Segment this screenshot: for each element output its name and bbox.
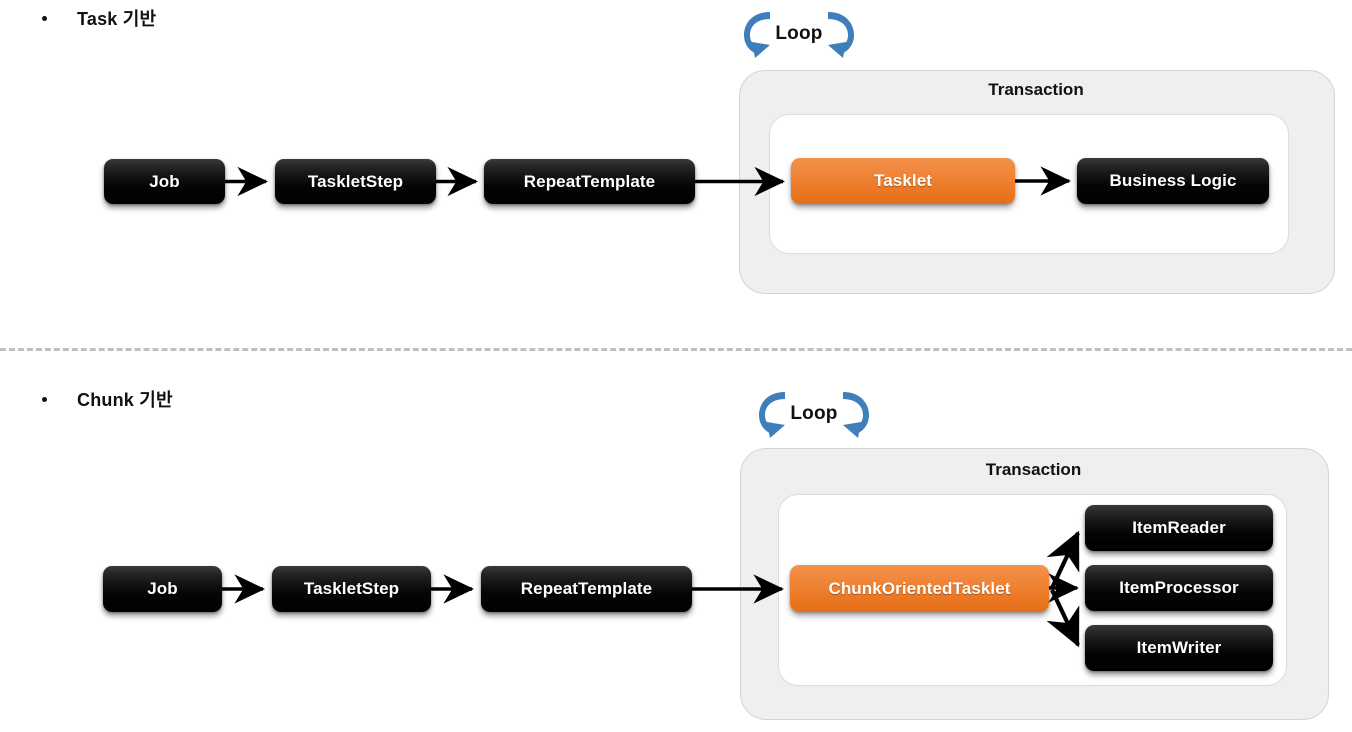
node-repeat-template-chunk-label: RepeatTemplate (520, 579, 653, 598)
node-item-reader-label: ItemReader (1132, 518, 1226, 537)
section-divider (0, 348, 1352, 351)
loop-badge-chunk: Loop (755, 386, 873, 442)
node-tasklet-label: Tasklet (873, 171, 933, 190)
node-item-reader[interactable]: ItemReader (1085, 505, 1273, 551)
section-heading-chunk-label: Chunk 기반 (77, 390, 173, 410)
transaction-panel-task-title: Transaction (988, 80, 1084, 99)
bullet-icon (42, 15, 47, 21)
node-tasklet-step-task[interactable]: TaskletStep (275, 159, 436, 204)
section-heading-task-label: Task 기반 (77, 9, 157, 29)
node-repeat-template-chunk[interactable]: RepeatTemplate (481, 566, 692, 612)
node-item-writer[interactable]: ItemWriter (1085, 625, 1273, 671)
transaction-panel-chunk-title: Transaction (985, 460, 1082, 479)
loop-badge-task-label: Loop (775, 23, 823, 44)
node-job-chunk[interactable]: Job (103, 566, 222, 612)
node-item-processor[interactable]: ItemProcessor (1085, 565, 1273, 611)
section-heading-chunk: Chunk 기반 (42, 386, 173, 412)
node-repeat-template-task-label: RepeatTemplate (523, 171, 656, 191)
node-job-task-label: Job (149, 171, 180, 191)
loop-badge-chunk-label: Loop (790, 403, 838, 424)
node-tasklet-step-chunk[interactable]: TaskletStep (272, 566, 431, 612)
node-tasklet-step-task-label: TaskletStep (307, 171, 404, 191)
node-tasklet[interactable]: Tasklet (791, 158, 1015, 204)
node-tasklet-step-chunk-label: TaskletStep (303, 579, 400, 598)
node-chunk-oriented-tasklet[interactable]: ChunkOrientedTasklet (790, 565, 1049, 612)
node-item-writer-label: ItemWriter (1136, 638, 1222, 657)
bullet-icon (42, 396, 47, 402)
loop-badge-task: Loop (740, 6, 858, 62)
loop-arrows-icon (744, 12, 854, 58)
node-chunk-oriented-tasklet-label: ChunkOrientedTasklet (828, 578, 1011, 598)
node-business-logic[interactable]: Business Logic (1077, 158, 1269, 204)
node-business-logic-label: Business Logic (1109, 171, 1237, 190)
loop-arrows-icon (759, 392, 869, 438)
node-job-chunk-label: Job (147, 579, 178, 598)
section-heading-task: Task 기반 (42, 5, 156, 31)
node-repeat-template-task[interactable]: RepeatTemplate (484, 159, 695, 204)
node-job-task[interactable]: Job (104, 159, 225, 204)
node-item-processor-label: ItemProcessor (1119, 578, 1239, 597)
